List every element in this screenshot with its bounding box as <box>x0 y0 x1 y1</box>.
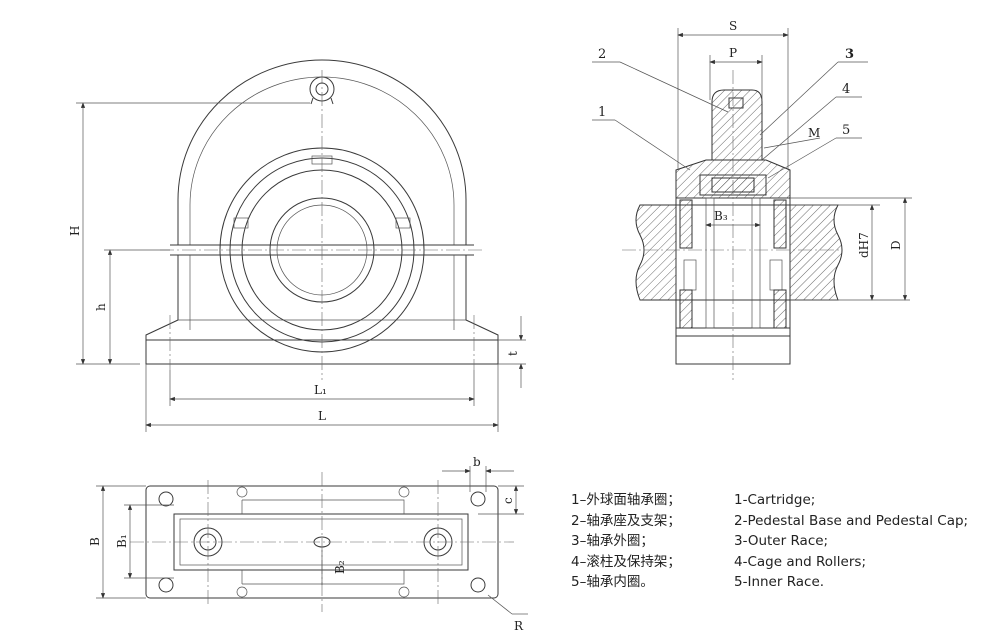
dim-t-label: t <box>506 351 520 356</box>
legend-row: 5–轴承内圈。 5-Inner Race. <box>571 572 968 593</box>
legend-en: 5-Inner Race. <box>734 574 825 590</box>
legend-zh: 2–轴承座及支架； <box>571 512 681 529</box>
dim-dH7-label: dH7 <box>857 232 871 258</box>
legend-row: 4–滚柱及保持架； 4-Cage and Rollers; <box>571 552 968 573</box>
callout-1: 1 <box>598 105 606 120</box>
dim-R-label: R <box>514 619 524 633</box>
dim-D-label: D <box>889 240 903 250</box>
legend-zh: 1–外球面轴承圈； <box>571 492 681 508</box>
top-view: B B₁ B₂ b c R <box>88 455 528 633</box>
parts-legend: 1–外球面轴承圈； 1-Cartridge; 2–轴承座及支架； 2-Pedes… <box>571 490 968 593</box>
callout-2: 2 <box>598 47 606 62</box>
dim-h-label: h <box>94 303 108 311</box>
legend-zh: 5–轴承内圈。 <box>571 574 654 590</box>
callout-3: 3 <box>845 47 854 62</box>
side-section-view: S P B₃ dH7 D M 2 1 3 4 5 <box>592 19 912 380</box>
legend-en: 1-Cartridge; <box>734 492 816 508</box>
legend-en: 3-Outer Race; <box>734 533 829 549</box>
front-view: H h t L₁ L <box>68 59 526 432</box>
callout-5: 5 <box>842 123 850 138</box>
dim-S-label: S <box>729 19 737 33</box>
legend-zh: 4–滚柱及保持架； <box>571 553 681 570</box>
dim-b-label: b <box>473 455 481 469</box>
dim-P-label: P <box>729 46 737 60</box>
dim-L1-label: L₁ <box>314 383 327 397</box>
legend-row: 2–轴承座及支架； 2-Pedestal Base and Pedestal C… <box>571 511 968 532</box>
legend-en: 4-Cage and Rollers; <box>734 553 866 570</box>
dim-c-label: c <box>501 497 515 504</box>
dim-L-label: L <box>318 409 326 423</box>
dim-H-label: H <box>68 226 82 236</box>
callout-4: 4 <box>842 82 850 97</box>
legend-row: 3–轴承外圈； 3-Outer Race; <box>571 531 968 552</box>
legend-en: 2-Pedestal Base and Pedestal Cap; <box>734 512 969 529</box>
legend-zh: 3–轴承外圈； <box>571 533 654 549</box>
dim-B1-label: B₁ <box>115 534 129 548</box>
dim-B3-label: B₃ <box>714 209 728 223</box>
dim-B2-label: B₂ <box>333 560 347 574</box>
legend-row: 1–外球面轴承圈； 1-Cartridge; <box>571 490 968 511</box>
dim-B-label: B <box>88 537 102 546</box>
dim-M-label: M <box>808 126 820 140</box>
